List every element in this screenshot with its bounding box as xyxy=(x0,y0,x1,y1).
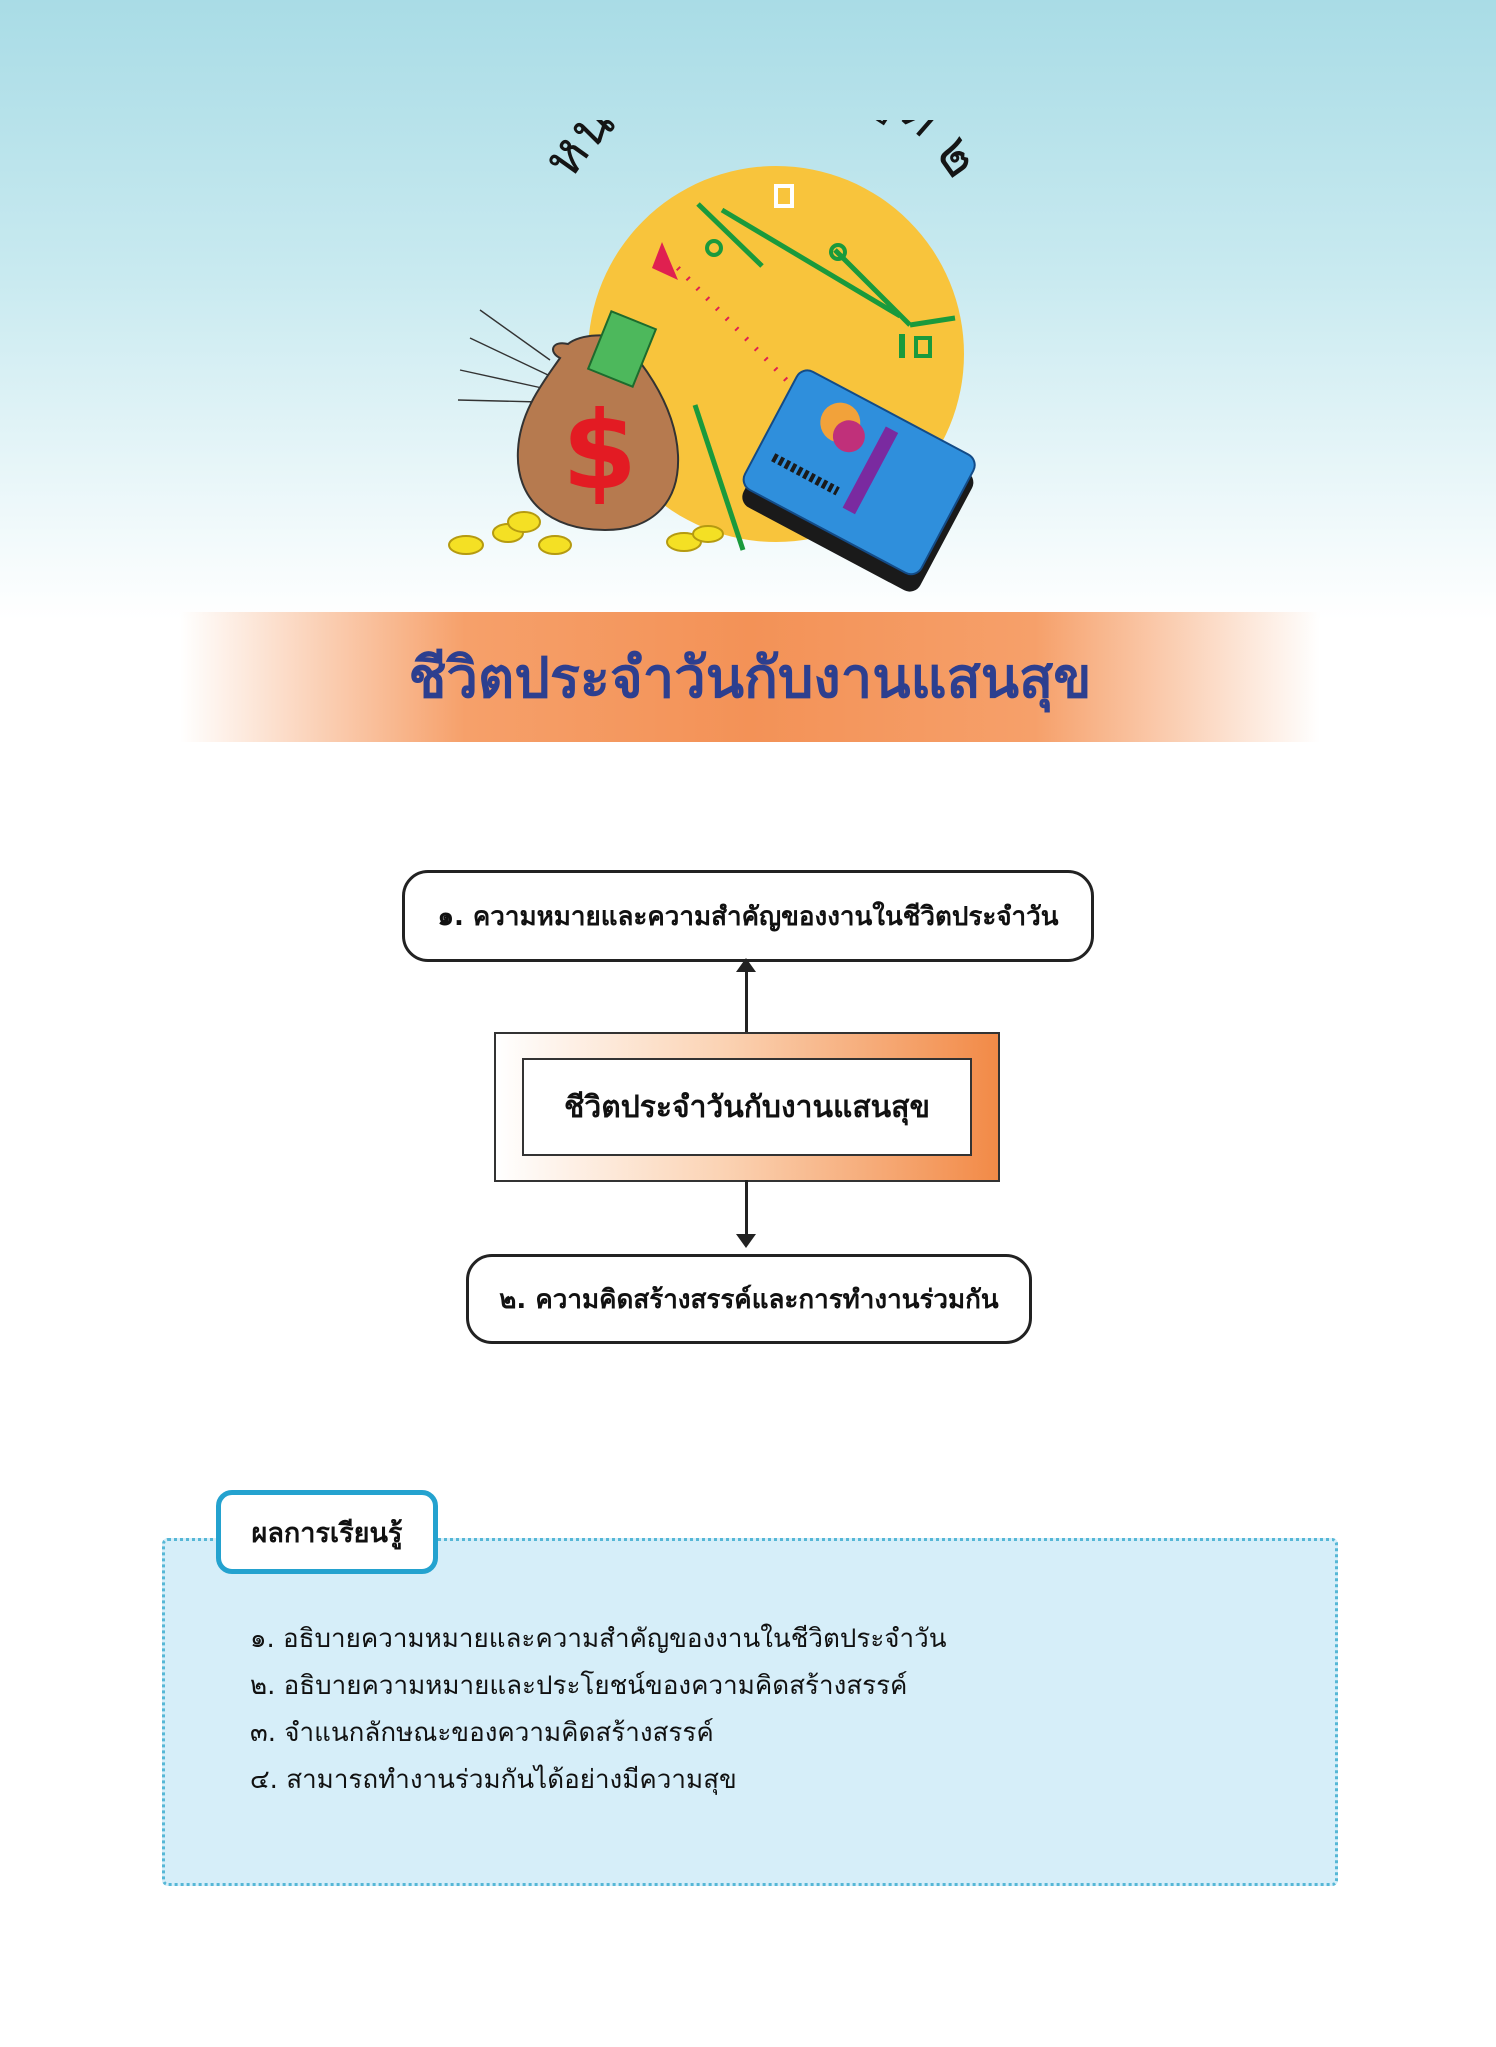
outcome-item: ๔. สามารถทำงานร่วมกันได้อย่างมีความสุข xyxy=(250,1765,737,1795)
learning-outcomes-list: ๑. อธิบายความหมายและความสำคัญของงานในชีว… xyxy=(250,1616,1250,1804)
arrow-down-icon xyxy=(736,1234,756,1248)
gold-coins xyxy=(448,511,724,555)
chapter-title: ชีวิตประจำวันกับงานแสนสุข xyxy=(408,644,1092,711)
title-band xyxy=(180,612,1320,742)
sparkle-lines xyxy=(457,309,551,403)
credit-card xyxy=(742,369,976,592)
banknote xyxy=(586,309,658,389)
center-topic-frame: ชีวิตประจำวันกับงานแสนสุข xyxy=(494,1032,1000,1182)
money-bag xyxy=(516,334,680,532)
outcome-item: ๓. จำแนกลักษณะของความคิดสร้างสรรค์ xyxy=(250,1718,714,1748)
topic-box-2: ๒. ความคิดสร้างสรรค์และการทำงานร่วมกัน xyxy=(466,1254,1032,1344)
learning-outcomes-heading: ผลการเรียนรู้ xyxy=(216,1490,438,1574)
arrow-up-icon xyxy=(736,958,756,972)
topic-box-1: ๑. ความหมายและความสำคัญของงานในชีวิตประจ… xyxy=(402,870,1094,962)
outcome-item: ๒. อธิบายความหมายและประโยชน์ของความคิดสร… xyxy=(250,1671,908,1701)
learning-outcomes-panel xyxy=(162,1538,1338,1886)
circuit-chip xyxy=(774,184,794,208)
direction-arrow xyxy=(652,242,678,280)
outcome-item: ๑. อธิบายความหมายและความสำคัญของงานในชีว… xyxy=(250,1624,947,1654)
connector-line-up xyxy=(745,968,748,1034)
connector-line-down xyxy=(745,1180,748,1234)
center-topic: ชีวิตประจำวันกับงานแสนสุข xyxy=(522,1058,972,1156)
dollar-symbol: $ xyxy=(562,389,637,514)
unit-illustration: $ หน่วยการเรียนรู้ที่ ๒ xyxy=(448,120,995,592)
